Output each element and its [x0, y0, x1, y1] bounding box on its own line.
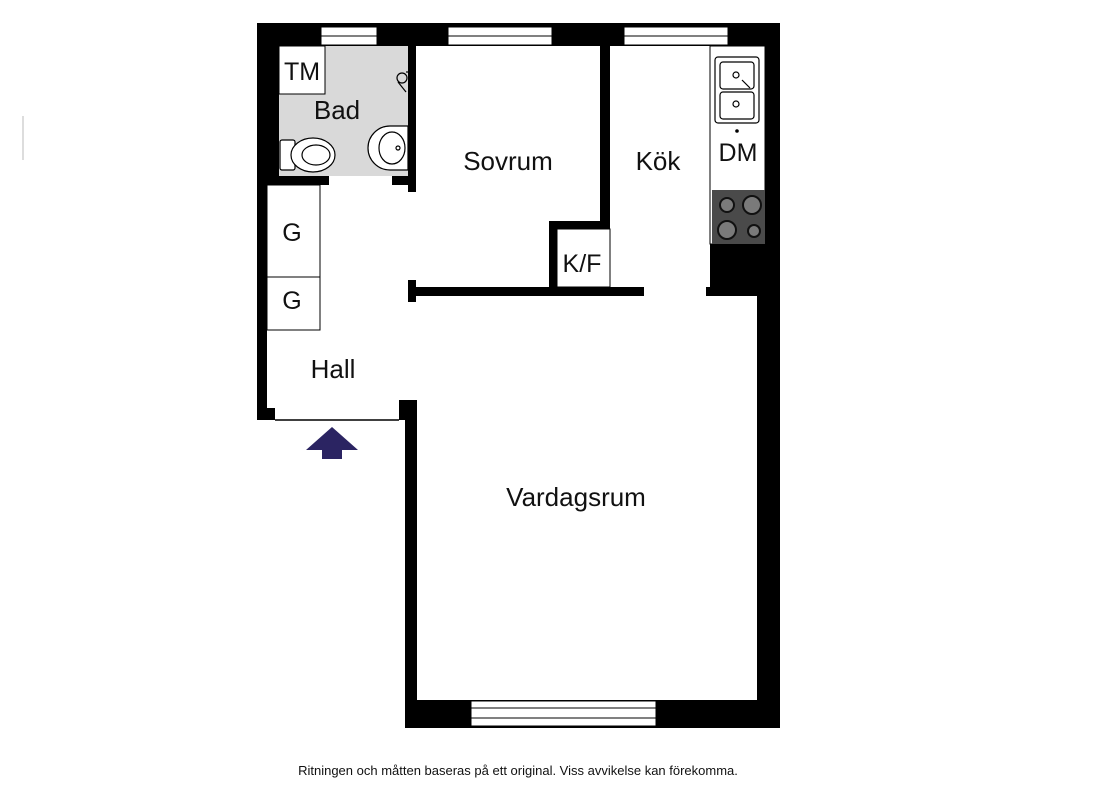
disclaimer-text: Ritningen och måtten baseras på ett orig… — [298, 763, 738, 778]
room-label-vardagsrum: Vardagsrum — [506, 482, 646, 512]
sink-icon — [714, 56, 760, 133]
tm-label: TM — [284, 58, 320, 86]
entrance-arrow-icon — [306, 427, 358, 459]
dm-label: DM — [719, 139, 758, 167]
fridge-freezer-box — [556, 228, 611, 288]
washing-machine-box — [278, 45, 326, 95]
room-label-sovrum: Sovrum — [463, 146, 553, 176]
kf-label: K/F — [563, 250, 602, 278]
room-label-bad: Bad — [314, 95, 360, 125]
toilet-icon — [279, 137, 336, 173]
washbasin-icon — [367, 125, 409, 171]
window-icon — [320, 26, 729, 727]
wardrobe-label-1: G — [282, 219, 301, 247]
stove-icon — [712, 190, 765, 244]
wardrobe-label-2: G — [282, 287, 301, 315]
shower-icon — [396, 71, 408, 93]
room-label-kok: Kök — [636, 146, 682, 176]
room-label-hall: Hall — [311, 354, 356, 384]
wardrobe-boxes — [266, 184, 321, 331]
